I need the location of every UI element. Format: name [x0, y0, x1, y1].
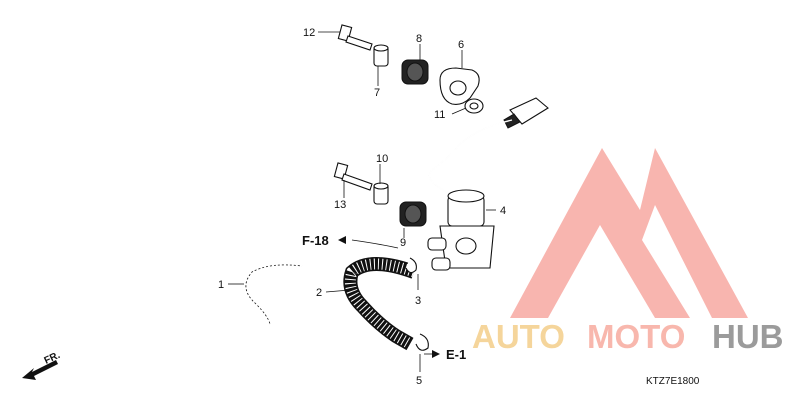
leader-lines [228, 31, 496, 372]
clamp-6 [439, 67, 480, 105]
grommet-8 [401, 59, 429, 85]
ref-f18: F-18 [302, 233, 329, 248]
callout-11: 11 [434, 109, 445, 121]
hose-1 [240, 259, 303, 326]
ref-e1: E-1 [446, 347, 466, 362]
callout-12: 12 [303, 27, 315, 39]
callout-9: 9 [400, 237, 406, 249]
callout-2: 2 [316, 287, 322, 299]
watermark-wordmark: AUTO MOTO HUB [472, 318, 784, 355]
clip-5 [415, 333, 429, 351]
callout-3: 3 [415, 295, 421, 307]
collar-7 [373, 44, 389, 67]
callout-8: 8 [416, 33, 422, 45]
diagram-code: KTZ7E1800 [646, 376, 700, 387]
wordmark-auto: AUTO [472, 318, 565, 355]
collar-10 [373, 182, 389, 205]
callout-6: 6 [458, 39, 464, 51]
front-arrow: FR. [22, 350, 62, 380]
front-label: FR. [43, 350, 62, 367]
connector-wire [428, 97, 549, 197]
callout-13: 13 [334, 199, 346, 211]
callout-10: 10 [376, 153, 388, 165]
bolt-13 [333, 162, 373, 191]
wordmark-moto: MOTO [587, 318, 685, 355]
grommet-9 [399, 201, 427, 227]
callout-1: 1 [218, 279, 224, 291]
callout-5: 5 [416, 375, 422, 387]
clip-3 [405, 257, 417, 274]
hose-2 [343, 257, 417, 351]
wordmark-hub: HUB [712, 318, 784, 355]
valve-4 [427, 189, 495, 271]
callouts: 12 7 8 6 11 10 13 9 4 1 2 3 5 [218, 27, 506, 387]
nut-11 [464, 98, 484, 114]
callout-4: 4 [500, 205, 506, 217]
watermark-logo [510, 148, 748, 318]
bolt-12 [337, 24, 373, 51]
callout-7: 7 [374, 87, 380, 99]
